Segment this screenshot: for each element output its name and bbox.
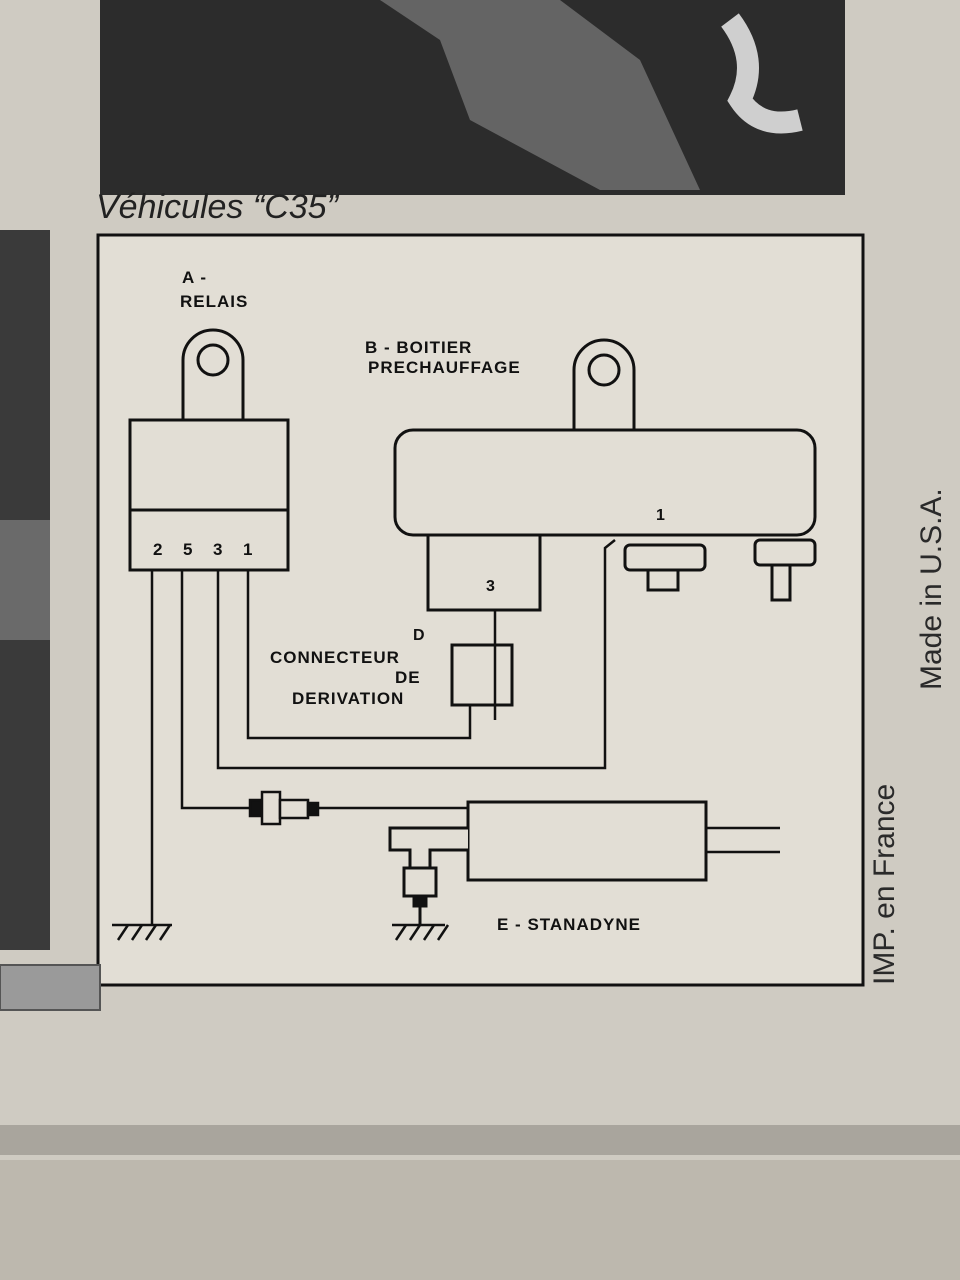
preheat-terminal-1: 1	[656, 507, 666, 524]
wire-terminal-1	[246, 570, 472, 740]
relay-terminal-5: 5	[183, 540, 194, 559]
preheat-terminal-3: 3	[486, 578, 496, 595]
inline-connector	[248, 790, 320, 826]
preheat-box-line1: B - BOITIER	[365, 338, 473, 357]
top-photo-detail	[380, 0, 700, 190]
left-photo-band	[0, 520, 50, 640]
relay-name: RELAIS	[180, 292, 249, 311]
bottom-edge	[0, 1125, 960, 1155]
preheat-box-line2: PRECHAUFFAGE	[368, 358, 521, 377]
relay-letter: A -	[182, 268, 208, 287]
wire-terminal-5	[180, 570, 250, 810]
preheat-box-b	[393, 338, 817, 612]
made-in-usa-text: Made in U.S.A.	[915, 488, 948, 690]
stanadyne-label: E - STANADYNE	[497, 915, 641, 934]
stud-terminal-1	[623, 543, 707, 592]
bottom-shelf	[0, 1160, 960, 1280]
relay-a	[128, 328, 290, 572]
connector-line2: DE	[395, 668, 421, 687]
wiring	[150, 539, 780, 925]
connector-d	[450, 643, 514, 707]
tape-strip	[0, 964, 101, 1011]
diagram-title: Véhicules “C35”	[96, 188, 338, 226]
connector-line1: CONNECTEUR	[270, 648, 400, 667]
connector-letter: D	[413, 627, 426, 644]
relay-terminal-1: 1	[243, 540, 254, 559]
ground-symbol-relay	[112, 923, 172, 941]
stanadyne-pump-e	[388, 800, 708, 925]
relay-terminal-2: 2	[153, 540, 164, 559]
relay-terminal-3: 3	[213, 540, 224, 559]
top-photo-hose	[720, 13, 803, 134]
wire-terminal-3	[216, 539, 616, 770]
imp-en-france-text: IMP. en France	[868, 783, 901, 985]
connector-line3: DERIVATION	[292, 689, 405, 708]
stud-terminal-2	[753, 538, 817, 602]
ground-symbol-pump	[392, 923, 450, 941]
